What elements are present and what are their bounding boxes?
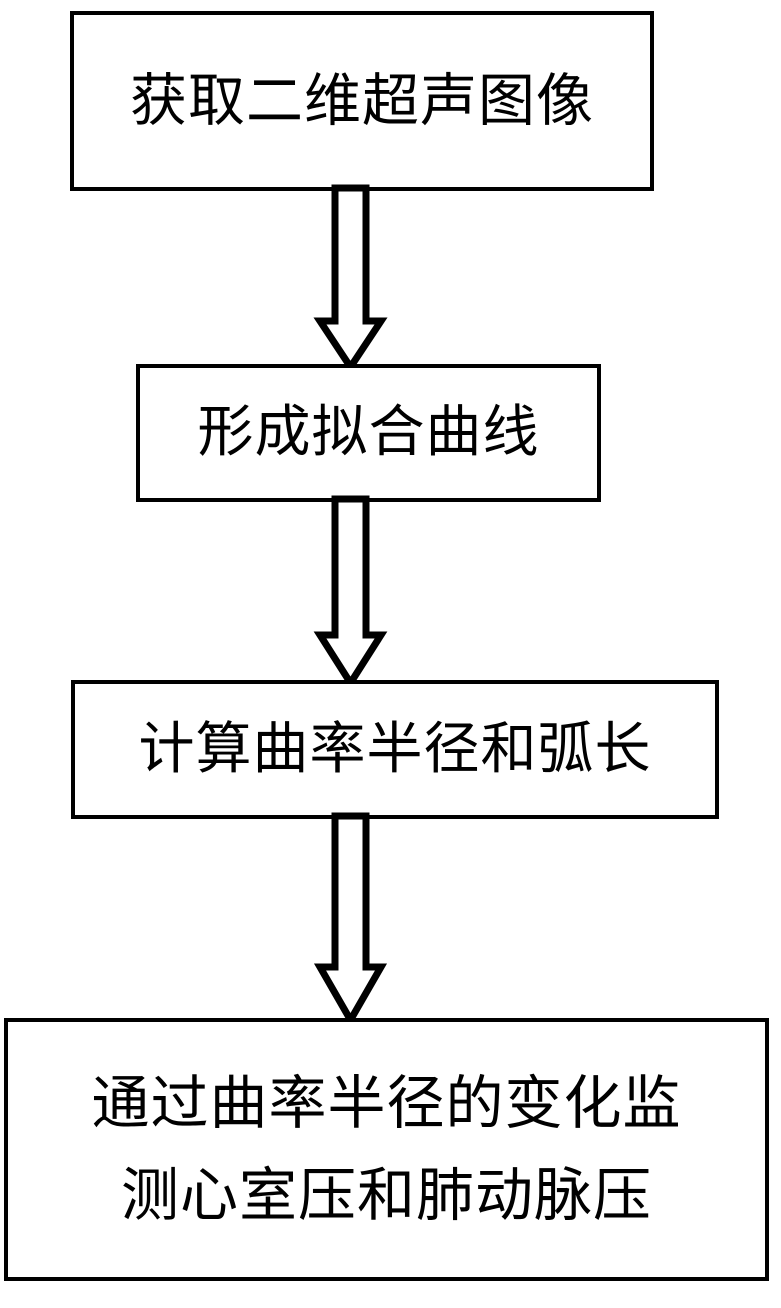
flowchart-node-step-1[interactable]: 获取二维超声图像: [70, 11, 654, 191]
down-arrow-icon: [313, 495, 388, 690]
flowchart-arrow-step2-to-step3: [313, 495, 388, 690]
node-label-step-3: 计算曲率半径和弧长: [138, 716, 652, 782]
down-arrow-icon: [313, 184, 388, 374]
node-label-step-4-line-1: 通过曲率半径的变化监: [91, 1068, 682, 1137]
flowchart-node-step-4[interactable]: 通过曲率半径的变化监 测心室压和肺动脉压: [4, 1018, 769, 1281]
node-label-step-4-line-2: 测心室压和肺动脉压: [120, 1160, 652, 1229]
down-arrow-icon: [313, 812, 388, 1028]
flowchart-arrow-step3-to-step4: [313, 812, 388, 1028]
flowchart-arrow-step1-to-step2: [313, 184, 388, 374]
flowchart-node-step-3[interactable]: 计算曲率半径和弧长: [71, 680, 719, 819]
node-label-step-1: 获取二维超声图像: [130, 67, 594, 134]
node-label-step-2: 形成拟合曲线: [197, 400, 540, 465]
flowchart-node-step-2[interactable]: 形成拟合曲线: [136, 364, 601, 502]
